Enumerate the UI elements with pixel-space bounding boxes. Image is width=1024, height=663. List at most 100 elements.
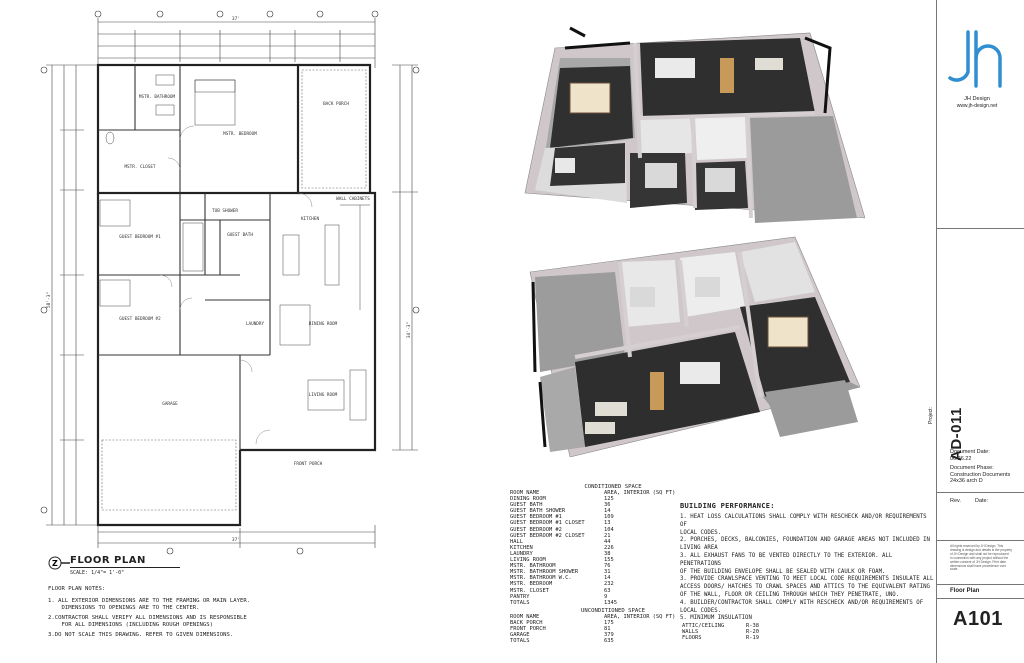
table-header-row: ROOM NAME AREA, INTERIOR (SQ FT)	[508, 490, 677, 496]
conditioned-space-schedule: CONDITIONED SPACE ROOM NAME AREA, INTERI…	[508, 484, 678, 606]
titleblock-border	[936, 0, 937, 663]
table-row: MSTR. BATHROOM SHOWER 31	[508, 569, 619, 575]
plan-title-underline	[70, 567, 180, 568]
room-name-cell: GUEST BEDROOM #2	[510, 526, 562, 533]
room-name-cell: BACK PORCH	[510, 620, 543, 627]
area-cell: R-38	[746, 623, 759, 630]
dim-overall-right: 34'-3"	[406, 322, 412, 338]
area-cell: R-20	[746, 629, 759, 636]
room-name-cell: GUEST BATH	[510, 502, 543, 509]
company-name: JH Design	[964, 96, 990, 102]
room-name-cell: FLOORS	[682, 635, 702, 642]
project-label: Project:	[928, 407, 934, 424]
table-row: GUEST BEDROOM #2 104	[508, 527, 619, 533]
dim-overall-top: 37'	[232, 16, 240, 22]
room-name-cell: WALLS	[682, 629, 699, 636]
room-name-cell: MSTR. BATHROOM SHOWER	[510, 569, 579, 576]
room-name-cell: MSTR. BATHROOM	[510, 563, 556, 570]
room-label-laundry: LAUNDRY	[246, 321, 265, 327]
col-room-name: ROOM NAME	[510, 490, 540, 496]
room-label-master-bedroom: MSTR. BEDROOM	[223, 131, 257, 137]
table-row: LAUNDRY 38	[508, 551, 619, 557]
floor-plan-notes: FLOOR PLAN NOTES: 1. ALL EXTERIOR DIMENS…	[48, 586, 308, 638]
area-cell: 21	[604, 532, 611, 539]
room-label-master-closet: MSTR. CLOSET	[124, 164, 155, 170]
area-cell: 14	[604, 508, 611, 515]
axonometric-view-bottom	[529, 236, 861, 457]
area-cell: 38	[604, 550, 611, 557]
performance-notes: 1. HEAT LOSS CALCULATIONS SHALL COMPLY W…	[680, 514, 935, 623]
area-cell: 36	[604, 502, 611, 509]
room-label-tub-shower: TUB SHOWER	[212, 208, 238, 214]
room-name-cell: MSTR. CLOSET	[510, 587, 549, 594]
room-name-cell: GUEST BEDROOM #1 CLOSET	[510, 520, 585, 527]
titleblock-divider	[937, 492, 1024, 493]
table-row: GUEST BATH 36	[508, 502, 619, 508]
room-name-cell: LAUNDRY	[510, 550, 533, 557]
performance-line: 2. PORCHES, DECKS, BALCONIES, FOUNDATION…	[680, 537, 930, 544]
performance-line: LOCAL CODES.	[680, 607, 722, 614]
performance-heading: BUILDING PERFORMANCE:	[680, 502, 775, 510]
doc-phase: Construction Documents	[950, 471, 1011, 478]
rev-label: Rev.	[950, 498, 961, 504]
room-label-back-porch: BACK PORCH	[323, 101, 349, 107]
unconditioned-heading: UNCONDITIONED SPACE	[581, 608, 645, 614]
area-cell: 125	[604, 496, 614, 503]
room-name-cell: MSTR. BATHROOM W.C.	[510, 575, 572, 582]
document-info: Document Date: 06.26.22 Document Phase: …	[950, 449, 1010, 485]
area-cell: 63	[604, 587, 611, 594]
area-cell: 109	[604, 514, 614, 521]
company-website[interactable]: www.jh-design.net	[956, 103, 998, 109]
area-cell: 14	[604, 575, 611, 582]
titleblock-divider	[937, 228, 1024, 229]
notes-heading: FLOOR PLAN NOTES:	[48, 586, 106, 592]
note-line: FOR ALL DIMENSIONS (INCLUDING ROUGH OPEN…	[48, 621, 214, 628]
performance-line: ACCESS DOORS/ HATCHES TO CRAWL SPACES AN…	[680, 584, 930, 591]
area-cell: 44	[604, 538, 611, 545]
sheet-number: A101	[953, 608, 1003, 630]
building-performance: BUILDING PERFORMANCE: 1. HEAT LOSS CALCU…	[680, 502, 935, 641]
table-header-row: ROOM NAME AREA, INTERIOR (SQ FT)	[508, 614, 677, 620]
note-line: 1. ALL EXTERIOR DIMENSIONS ARE TO THE FR…	[48, 598, 251, 605]
room-label-wall-cabinets: WALL CABINETS	[336, 196, 370, 202]
dim-overall-left: 58'-3"	[46, 292, 52, 308]
area-cell: 9	[604, 593, 608, 600]
rev-date-label: Date:	[975, 498, 989, 504]
note-line: 2.CONTRACTOR SHALL VERIFY ALL DIMENSIONS…	[48, 615, 247, 622]
col-area: AREA, INTERIOR (SQ FT)	[604, 614, 676, 620]
room-label-guest-bedroom-1: GUEST BEDROOM #1	[119, 234, 161, 240]
area-cell: 226	[604, 544, 614, 551]
titleblock-divider	[937, 540, 1024, 541]
company-logo-icon	[948, 30, 1002, 88]
table-row: BACK PORCH 175	[508, 620, 616, 626]
room-name-cell: TOTALS	[510, 599, 530, 606]
area-cell: 155	[604, 557, 614, 564]
area-cell: 76	[604, 563, 611, 570]
room-name-cell: GUEST BATH SHOWER	[510, 508, 566, 515]
plan-title: FLOOR PLAN	[70, 555, 146, 566]
col-room-name: ROOM NAME	[510, 614, 540, 620]
svg-text:Z: Z	[52, 559, 58, 568]
table-row: MSTR. CLOSET 63	[508, 588, 619, 594]
room-name-cell: LIVING ROOM	[510, 557, 546, 564]
area-cell: 31	[604, 569, 611, 576]
unconditioned-space-schedule: UNCONDITIONED SPACE ROOM NAME AREA, INTE…	[508, 608, 678, 644]
room-name-cell: PANTRY	[510, 593, 530, 600]
table-row: GUEST BATH SHOWER 14	[508, 508, 619, 514]
area-cell: 104	[604, 526, 614, 533]
titleblock-divider	[937, 598, 1024, 599]
area-cell: 81	[604, 626, 611, 633]
area-cell: 175	[604, 620, 614, 627]
